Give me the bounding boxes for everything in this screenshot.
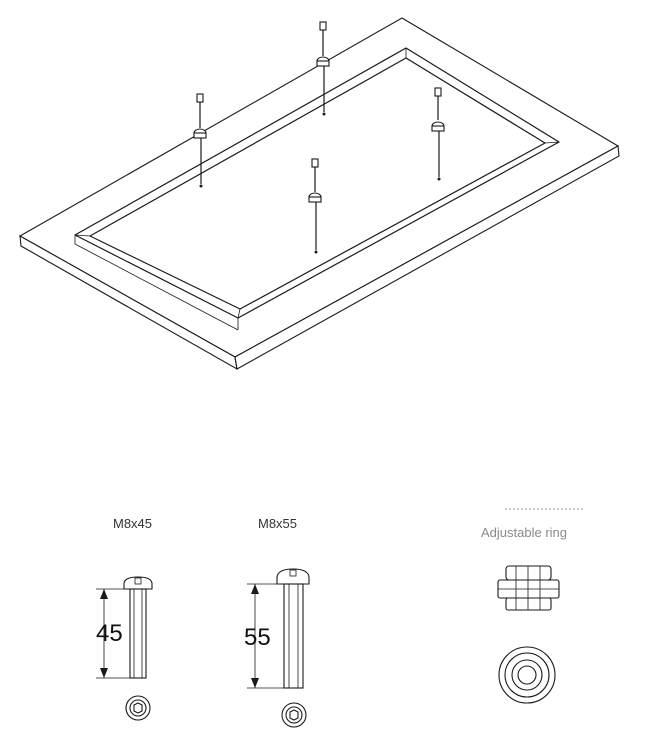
screw-m8x55-top-view bbox=[281, 702, 307, 728]
mounting-screw-1 bbox=[316, 21, 330, 116]
screw-m8x45-label: M8x45 bbox=[113, 516, 153, 531]
screw-m8x55-drawing bbox=[247, 568, 310, 689]
screw-m8x45-drawing bbox=[96, 576, 153, 679]
screw-m8x55-length: 55 bbox=[244, 624, 271, 651]
mounting-screw-4 bbox=[308, 158, 322, 254]
adjustable-ring-side-view bbox=[497, 508, 585, 611]
adjustable-ring-label: Adjustable ring bbox=[481, 525, 567, 540]
screw-m8x45-top-view bbox=[125, 695, 151, 721]
adjustable-ring-top-view bbox=[498, 646, 556, 704]
countertop-frame bbox=[18, 17, 620, 371]
screw-m8x55-label: M8x55 bbox=[258, 516, 298, 531]
mounting-screw-2 bbox=[193, 93, 207, 188]
mounting-screw-3 bbox=[431, 87, 445, 181]
screw-m8x45-length: 45 bbox=[96, 620, 123, 647]
